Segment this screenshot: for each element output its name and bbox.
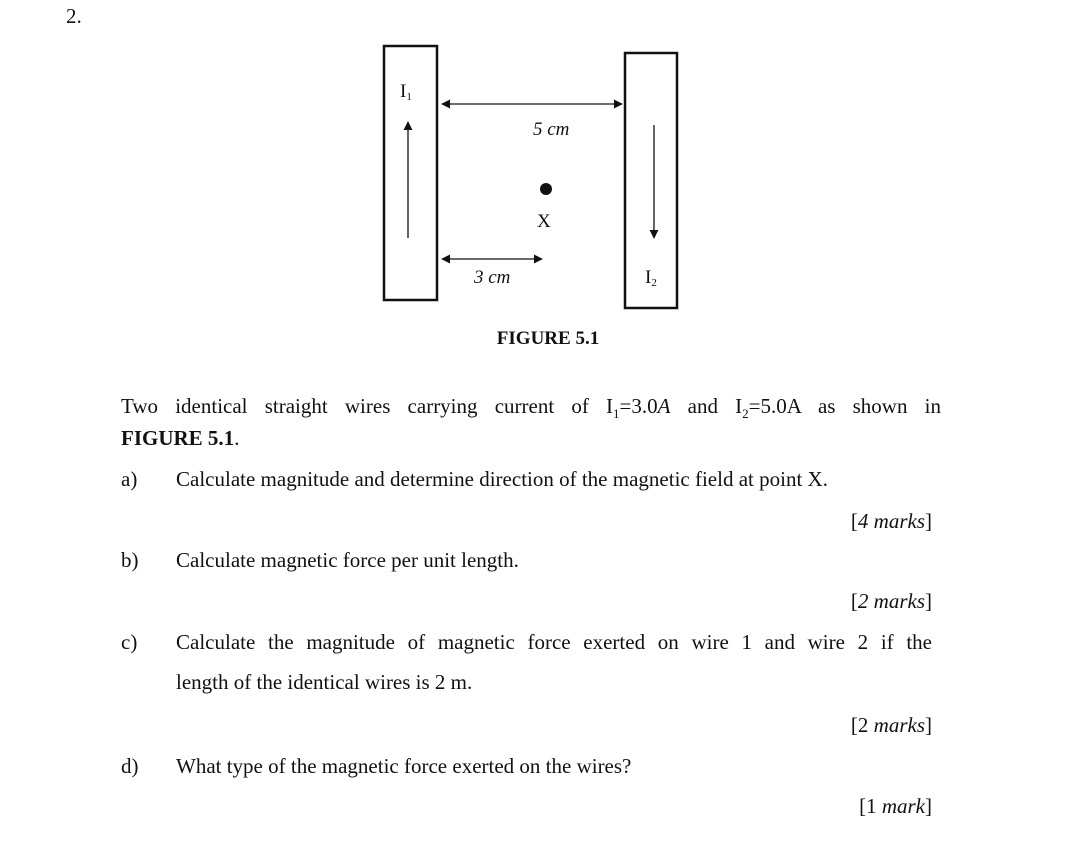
wire-1-label: I1 (400, 81, 412, 103)
part-b-text: Calculate magnetic force per unit length… (176, 548, 519, 572)
part-c-marks: [2 marks] (850, 713, 932, 737)
part-c-text: Calculate the magnitude of magnetic forc… (176, 630, 932, 654)
part-c-text-line-2: length of the identical wires is 2 m. (176, 670, 473, 694)
distance-3cm-label: 3 cm (473, 267, 510, 288)
part-d-label: d) (121, 754, 139, 778)
wire-1 (382, 44, 439, 302)
part-a-marks: [4 marks] (850, 509, 932, 533)
point-x-label: X (537, 211, 551, 232)
part-a-text: Calculate magnitude and determine direct… (176, 467, 828, 491)
part-b-label: b) (121, 548, 139, 572)
distance-5cm-label: 5 cm (533, 119, 569, 140)
intro-line-2: FIGURE 5.1. (121, 426, 240, 450)
wire-2 (623, 51, 679, 310)
part-d-marks: [1 mark] (859, 794, 932, 818)
part-a-label: a) (121, 467, 138, 491)
part-b-marks: [2 marks] (850, 589, 932, 613)
part-c-label: c) (121, 630, 138, 654)
figure-caption: FIGURE 5.1 (496, 328, 600, 349)
wires-diagram: I1 5 cm X 3 cm I2 (382, 44, 679, 310)
part-d-text: What type of the magnetic force exerted … (176, 754, 632, 778)
intro-line-1: Two identical straight wires carrying cu… (121, 394, 941, 422)
wire-2-label: I2 (645, 267, 657, 289)
point-x-dot (540, 183, 552, 195)
question-number: 2. (66, 4, 82, 28)
